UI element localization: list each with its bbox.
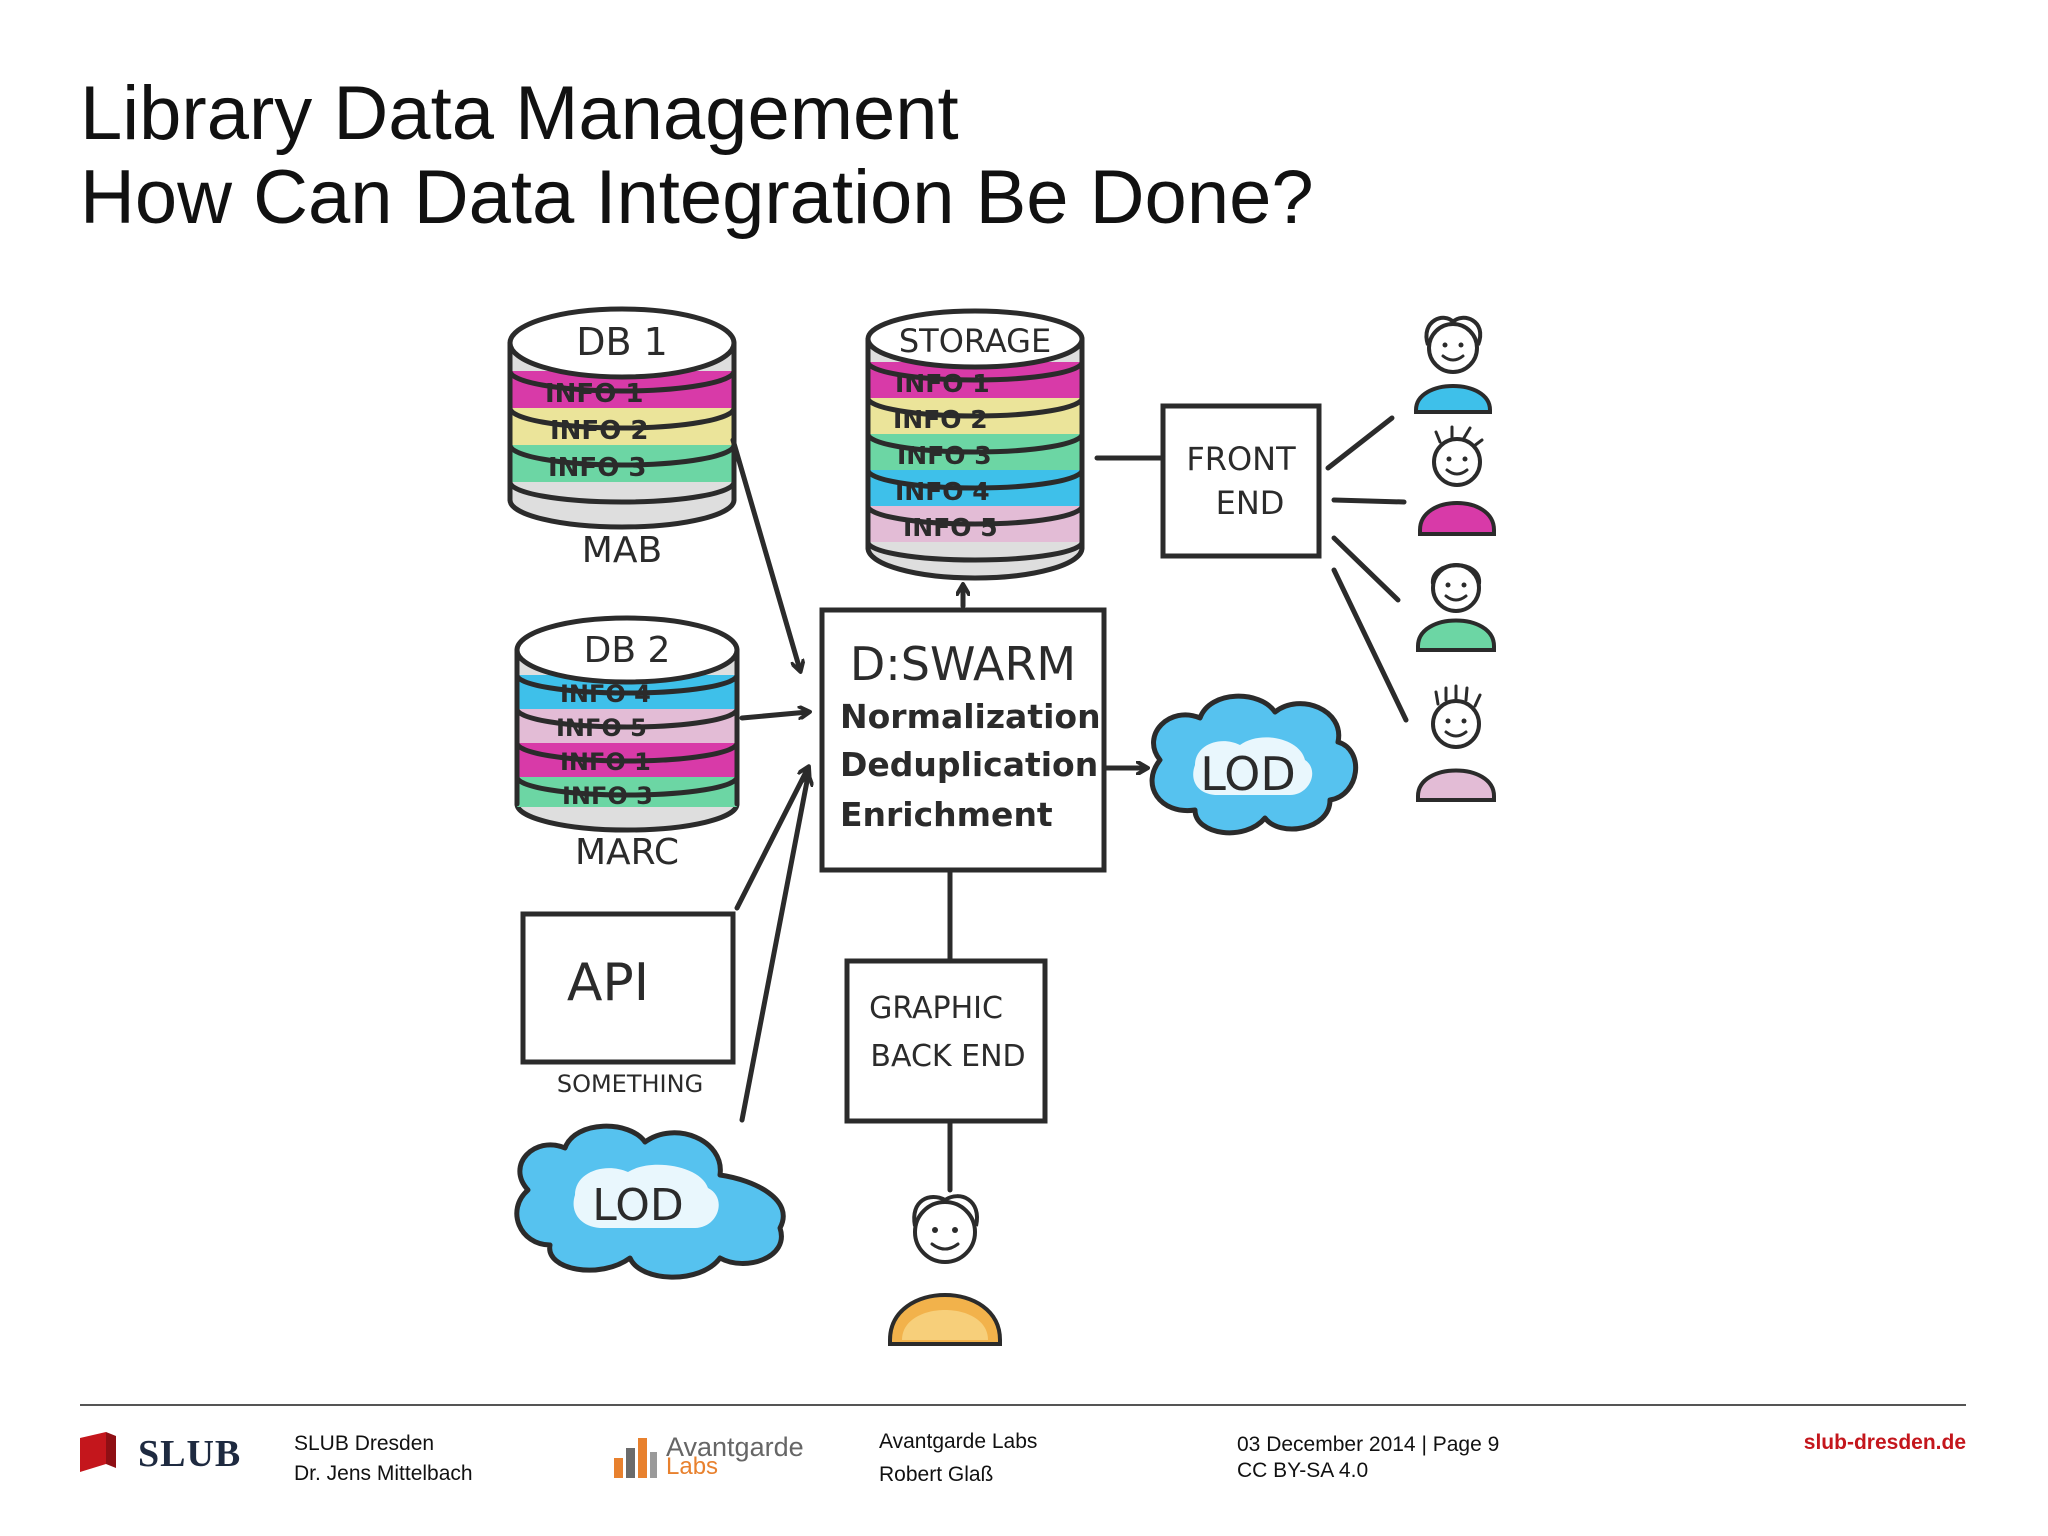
- db2-caption: MARC: [575, 832, 679, 873]
- front-end-line-2: END: [1216, 484, 1285, 522]
- db2-row-4: INFO 3: [562, 782, 653, 810]
- data-integration-diagram: DB 1 INFO 1 INFO 2 INFO 3 MAB DB 2 INFO …: [507, 306, 1496, 1346]
- connectors: [730, 415, 1409, 1193]
- user-figure-2: [1418, 425, 1496, 536]
- slub-logo-text: SLUB: [138, 1433, 242, 1475]
- db2-label: DB 2: [584, 630, 671, 671]
- storage-row-1: INFO 1: [895, 369, 990, 398]
- footer-org-name: SLUB Dresden: [294, 1432, 435, 1455]
- db2-row-2: INFO 5: [556, 714, 647, 742]
- line-frontend-to-user-2: [1331, 497, 1407, 505]
- db2-row-3: INFO 1: [560, 748, 651, 776]
- db1-label: DB 1: [576, 320, 668, 364]
- dswarm-step-deduplication: Deduplication: [840, 745, 1098, 784]
- user-figure-4: [1416, 684, 1496, 802]
- footer-license: CC BY-SA 4.0: [1237, 1459, 1369, 1482]
- avantgarde-logo-subtext: Labs: [666, 1453, 719, 1480]
- footer-date-page: 03 December 2014 | Page 9: [1237, 1433, 1500, 1456]
- db1-row-3: INFO 3: [548, 453, 646, 483]
- footer-divider: [80, 1404, 1966, 1406]
- avantgarde-labs-logo: Avantgarde Labs: [612, 1432, 822, 1484]
- db2-cylinder: DB 2 INFO 4 INFO 5 INFO 1 INFO 3 MARC: [514, 615, 740, 873]
- storage-row-3: INFO 3: [897, 441, 992, 470]
- api-box: API SOMETHING: [520, 911, 736, 1098]
- graphic-back-end-line-2: BACK END: [870, 1039, 1025, 1074]
- user-figure-3: [1416, 563, 1496, 652]
- db1-caption: MAB: [582, 530, 662, 571]
- dswarm-title: D:SWARM: [850, 637, 1076, 691]
- front-end-line-1: FRONT: [1186, 440, 1296, 478]
- graphic-back-end-line-1: GRAPHIC: [869, 991, 1003, 1026]
- arrow-lod-to-dswarm: [739, 776, 808, 1123]
- avantgarde-bars-icon: [614, 1438, 657, 1478]
- front-end-box: FRONT END: [1160, 403, 1322, 559]
- line-frontend-to-user-3: [1331, 535, 1401, 603]
- avantgarde-logo-text: Avantgarde: [666, 1432, 804, 1462]
- slub-logo: SLUB: [80, 1428, 260, 1480]
- editor-figure: [888, 1194, 1002, 1346]
- footer-partner-name: Avantgarde Labs: [879, 1430, 1038, 1453]
- storage-row-5: INFO 5: [903, 513, 998, 542]
- dswarm-box: D:SWARM Normalization Deduplication Enri…: [819, 607, 1107, 873]
- user-figure-1: [1414, 315, 1492, 414]
- slub-book-icon: [80, 1432, 116, 1472]
- dswarm-step-normalization: Normalization: [840, 697, 1101, 736]
- line-frontend-to-user-4: [1331, 567, 1409, 723]
- db1-cylinder: DB 1 INFO 1 INFO 2 INFO 3 MAB: [507, 306, 737, 571]
- footer-org-person: Dr. Jens Mittelbach: [294, 1462, 473, 1485]
- footer-url-link[interactable]: slub-dresden.de: [1803, 1431, 1966, 1454]
- graphic-back-end-box: GRAPHIC BACK END: [844, 958, 1048, 1124]
- lod-input-label: LOD: [592, 1180, 683, 1231]
- arrow-api-to-dswarm: [734, 768, 808, 911]
- lod-cloud-input: LOD: [514, 1123, 786, 1280]
- lod-cloud-output: LOD: [1149, 693, 1359, 836]
- storage-row-4: INFO 4: [895, 477, 990, 506]
- storage-row-2: INFO 2: [893, 405, 988, 434]
- storage-cylinder: STORAGE INFO 1 INFO 2 INFO 3 INFO 4 INFO…: [865, 308, 1085, 581]
- db1-row-2: INFO 2: [550, 416, 648, 446]
- lod-output-label: LOD: [1200, 747, 1296, 801]
- api-caption: SOMETHING: [557, 1070, 703, 1098]
- arrow-db1-to-dswarm: [730, 437, 800, 670]
- slide-title-line-1: Library Data Management: [80, 71, 959, 156]
- storage-label: STORAGE: [899, 322, 1051, 360]
- db1-row-1: INFO 1: [545, 379, 643, 409]
- arrow-db2-to-dswarm: [739, 712, 808, 721]
- footer-partner-person: Robert Glaß: [879, 1463, 994, 1486]
- dswarm-step-enrichment: Enrichment: [840, 795, 1053, 834]
- db2-row-1: INFO 4: [560, 680, 651, 708]
- slide-title-line-2: How Can Data Integration Be Done?: [80, 155, 1314, 240]
- api-label: API: [567, 953, 649, 1013]
- line-frontend-to-user-1: [1325, 415, 1395, 471]
